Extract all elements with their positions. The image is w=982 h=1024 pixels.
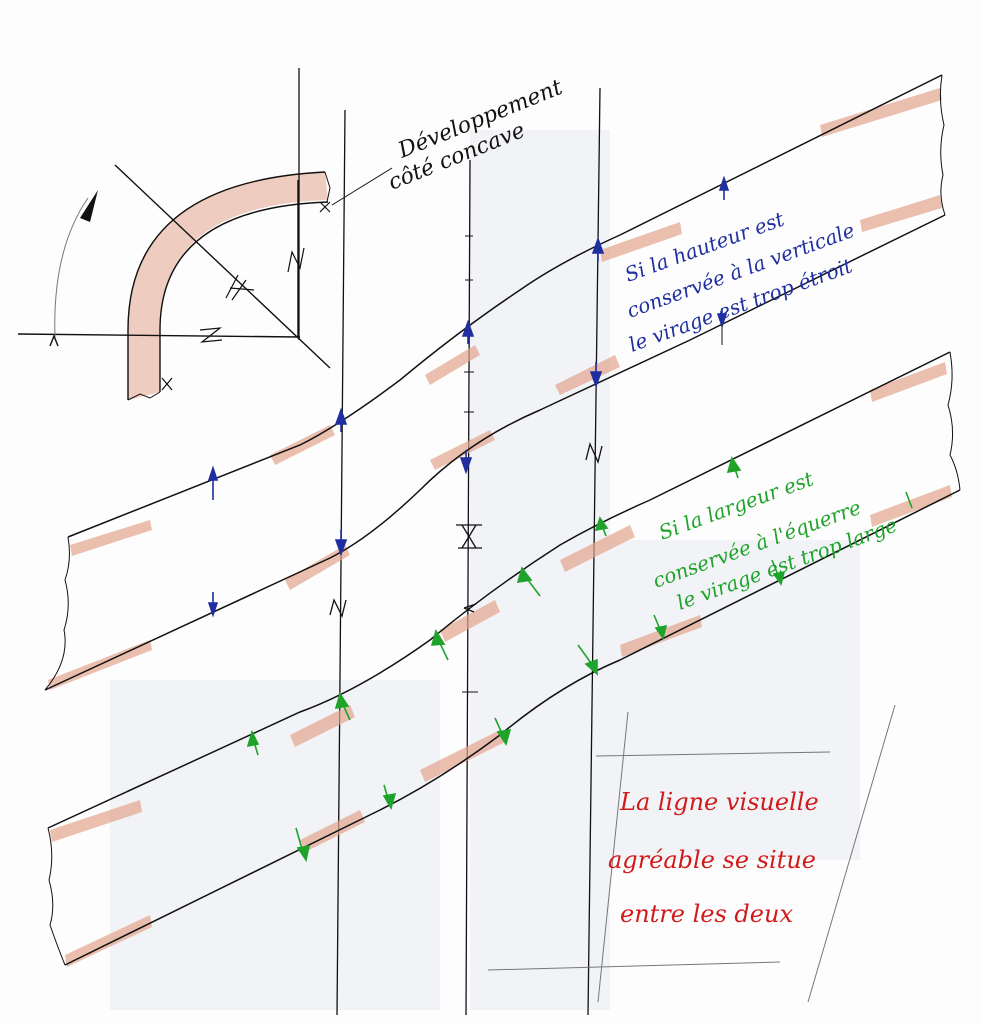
ribbon-vertical-method [44, 74, 946, 691]
rotation-arc [54, 197, 89, 339]
n-mark-horizontal [199, 327, 223, 343]
conclusion-line1: La ligne visuelle [619, 788, 819, 816]
vertical-line-2 [336, 109, 346, 1016]
n-mark-right [585, 442, 603, 464]
ribbon2-left-cap [47, 827, 66, 966]
note-vertical-height: Si la hauteur est conservée à la vertica… [622, 206, 858, 356]
centre-line-ticks [462, 235, 478, 693]
plan-diagonal [114, 164, 331, 369]
ribbon2-right-cap [947, 351, 961, 491]
ribbon2-green-arrows [246, 456, 913, 863]
n-mark-left [329, 598, 347, 618]
plan-inner-edge [159, 201, 329, 392]
arrow-mark-center [463, 603, 477, 613]
sketch-lines [487, 704, 896, 1003]
leader-line [331, 167, 393, 206]
plan-start-cap [127, 391, 161, 401]
n-mark-vertical [287, 247, 305, 273]
ribbon2-shading [50, 362, 952, 967]
tick-diag [225, 274, 255, 301]
plan-view [17, 164, 393, 401]
rotation-arrowhead [80, 190, 98, 222]
n-mark-center [456, 524, 482, 549]
x-mark-end [319, 201, 331, 213]
conclusion-line3: entre les deux [620, 900, 793, 928]
conclusion-line2: agréable se situe [608, 846, 816, 874]
tick-left [49, 334, 59, 347]
ribbon1-blue-arrows [207, 175, 730, 618]
note-conclusion: La ligne visuelle agréable se situe entr… [608, 788, 819, 928]
plan-outer-edge [127, 171, 326, 400]
x-mark-start [161, 377, 173, 391]
vertical-line-3 [465, 159, 471, 1016]
ribbon1-left-cap [44, 536, 70, 691]
ribbon-small-marks [329, 442, 603, 618]
plan-end-cap [324, 171, 331, 203]
ribbon1-lower-edge [44, 214, 946, 691]
ribbon-square-method [47, 351, 961, 967]
plan-shading [128, 172, 328, 400]
plan-horizontal-axis [17, 333, 301, 338]
ribbon1-right-cap [939, 74, 946, 216]
